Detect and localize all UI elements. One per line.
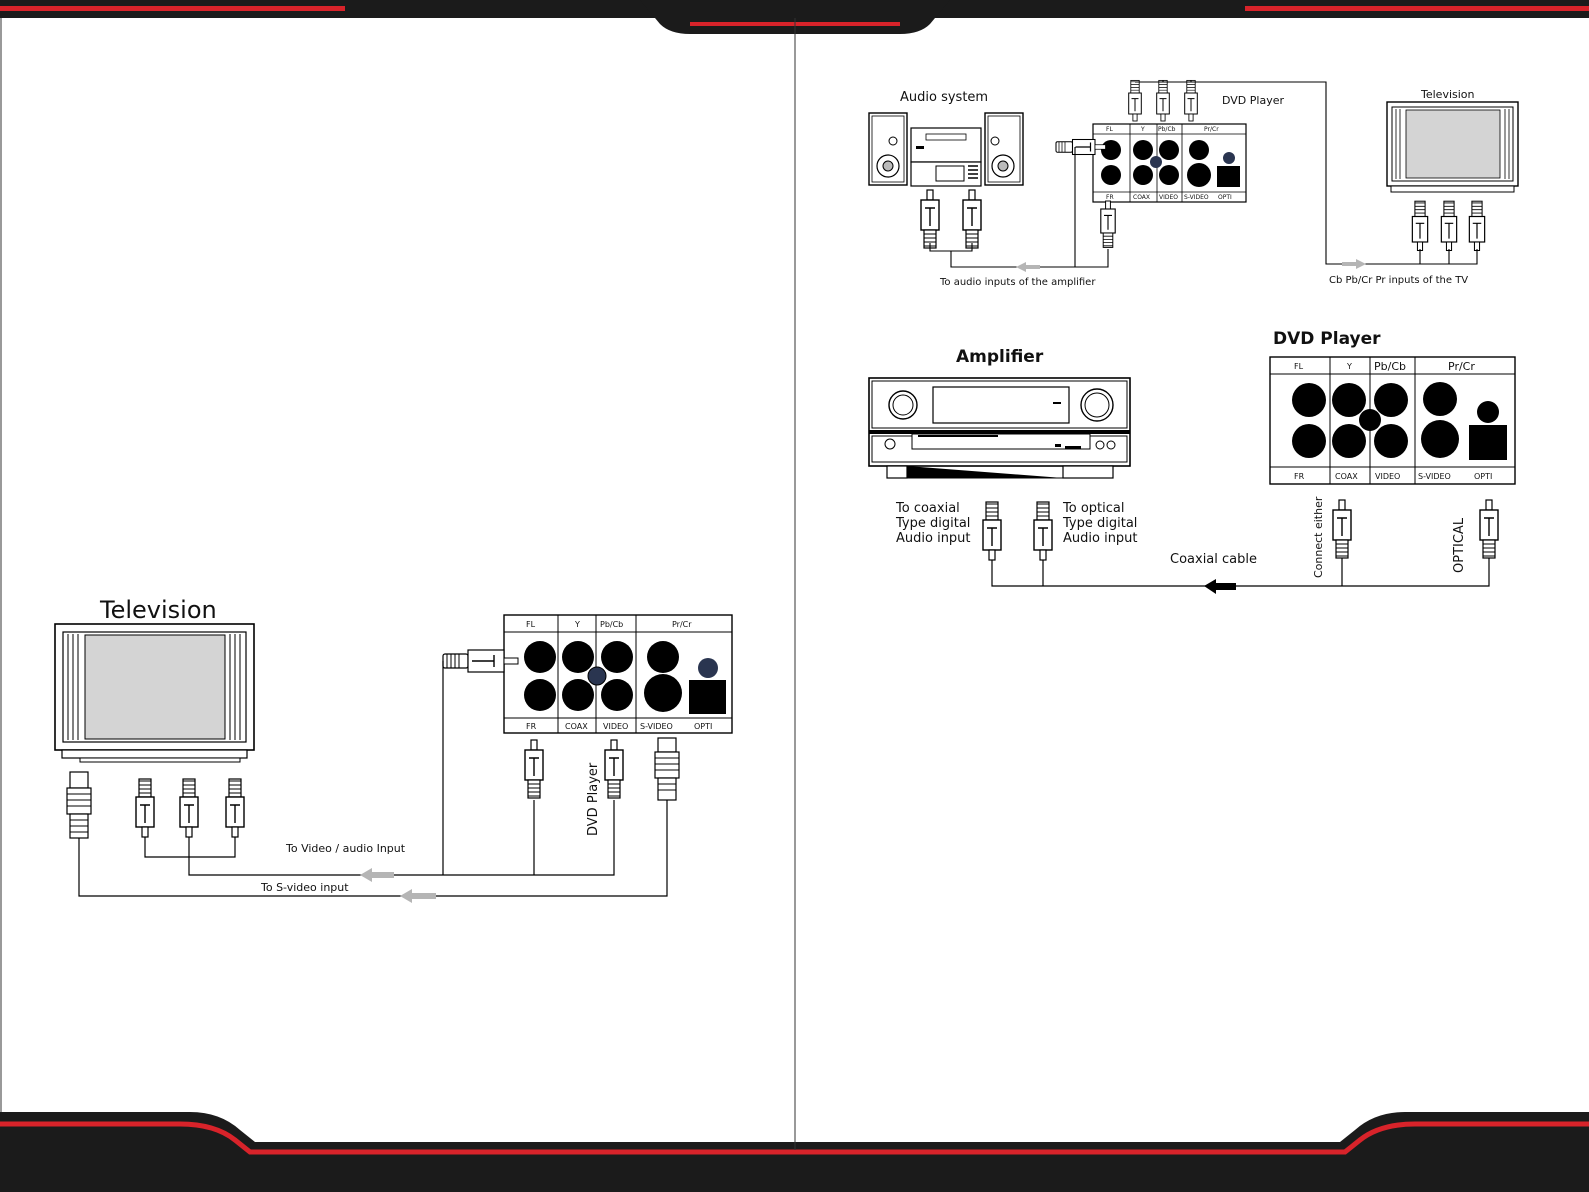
mini-label-y: Y [1140, 126, 1145, 133]
tv-rca-plug-3 [225, 778, 245, 838]
panel-label-fl: FL [526, 620, 536, 629]
component-tv-plug-3 [1468, 200, 1486, 252]
video-audio-caption: To Video / audio Input [285, 842, 406, 855]
component-tv-plug-2 [1440, 200, 1458, 252]
top-decor-band [0, 0, 1589, 34]
component-dvd-label: DVD Player [1222, 94, 1284, 107]
big-label-fr: FR [1294, 472, 1305, 481]
dvd-coax-plug [1332, 499, 1352, 559]
component-tv-plug-1 [1411, 200, 1429, 252]
bottom-decor-band [0, 1112, 1589, 1192]
component-diagram: Audio system DVD Player [868, 79, 1519, 288]
dvd-svideo-plug [654, 737, 680, 801]
component-top-plug-1 [1128, 79, 1142, 122]
amp-input-caption: To audio inputs of the amplifier [939, 277, 1096, 288]
optical-caption-line3: Audio input [1063, 531, 1138, 546]
television-illustration [54, 623, 255, 763]
coaxial-cable-line [991, 558, 1490, 587]
big-label-fl: FL [1294, 362, 1304, 371]
component-audio-arrow [1016, 262, 1040, 272]
panel-label-opti: OPTI [694, 722, 712, 731]
amplifier-illustration [868, 377, 1131, 479]
big-label-pr: Pr/Cr [1448, 360, 1475, 373]
panel-label-pr: Pr/Cr [672, 620, 692, 629]
panel-label-coax: COAX [565, 722, 588, 731]
component-top-plug-3 [1184, 79, 1198, 122]
mini-label-opti: OPTI [1218, 194, 1232, 201]
component-tv-title: Television [1420, 88, 1475, 101]
digital-audio-diagram: Amplifier To coaxial Type digit [868, 329, 1516, 594]
panel-label-svideo: S-VIDEO [640, 722, 673, 731]
mini-label-video: VIDEO [1159, 194, 1178, 201]
video-audio-arrow [360, 868, 394, 882]
mini-label-svideo: S-VIDEO [1184, 194, 1209, 201]
coaxial-cable-arrow [1204, 579, 1236, 594]
component-dvd-panel: FL Y Pb/Cb Pr/Cr FR COAX VIDEO S-VIDEO O… [1092, 123, 1247, 203]
component-side-plug [1055, 138, 1106, 156]
big-label-svideo: S-VIDEO [1418, 472, 1451, 481]
tv-rca-plug-1 [135, 778, 155, 838]
svideo-caption: To S-video input [260, 881, 349, 894]
audio-system-title: Audio system [900, 90, 988, 105]
mini-label-fr: FR [1106, 194, 1114, 201]
left-tv-diagram: Television [54, 596, 733, 903]
panel-label-fr: FR [526, 722, 537, 731]
audio-system-illustration [868, 112, 1024, 187]
component-tv-illustration [1386, 101, 1519, 193]
amp-optical-plug [1033, 501, 1053, 561]
coax-caption-line1: To coaxial [895, 501, 960, 516]
coaxial-cable-caption: Coaxial cable [1170, 552, 1257, 567]
video-audio-cable [144, 661, 615, 876]
svideo-arrow [400, 889, 436, 903]
dvd-video-plug [604, 739, 624, 799]
digital-dvd-title: DVD Player [1273, 329, 1381, 349]
component-video-cable [1135, 80, 1478, 265]
dvd-player-vertical-label: DVD Player [586, 762, 601, 836]
big-label-video: VIDEO [1375, 472, 1400, 481]
component-top-plug-2 [1156, 79, 1170, 122]
amplifier-title: Amplifier [956, 347, 1044, 367]
svideo-cable [78, 800, 668, 897]
optical-caption-line1: To optical [1062, 501, 1124, 516]
component-fr-plug [1100, 200, 1116, 248]
big-label-pb: Pb/Cb [1374, 360, 1406, 373]
panel-label-video: VIDEO [603, 722, 628, 731]
audio-left-plug [920, 189, 940, 249]
dvd-fr-plug [524, 739, 544, 799]
mini-label-pr: Pr/Cr [1204, 126, 1219, 133]
connect-either-label: Connect either [1312, 496, 1325, 578]
big-label-opti: OPTI [1474, 472, 1492, 481]
optical-vertical-label: OPTICAL [1452, 517, 1467, 573]
digital-dvd-panel: FL Y Pb/Cb Pr/Cr FR COAX VIDEO S-VIDEO O… [1269, 356, 1516, 485]
panel-label-pb: Pb/Cb [600, 620, 623, 629]
amp-coax-plug [982, 501, 1002, 561]
panel-label-y: Y [574, 620, 580, 629]
tv-title: Television [99, 596, 217, 624]
coax-caption-line2: Type digital [895, 516, 970, 531]
big-label-coax: COAX [1335, 472, 1358, 481]
mini-label-pb: Pb/Cb [1158, 126, 1176, 133]
mini-label-coax: COAX [1133, 194, 1150, 201]
dvd-rear-panel: FL Y Pb/Cb Pr/Cr FR COAX VIDEO S-VIDEO O… [503, 614, 733, 734]
optical-caption-line2: Type digital [1062, 516, 1137, 531]
audio-right-plug [962, 189, 982, 249]
mini-label-fl: FL [1106, 126, 1113, 133]
big-label-y: Y [1346, 362, 1352, 371]
dvd-side-plug [442, 649, 519, 673]
dvd-optical-plug [1479, 499, 1499, 559]
tv-rca-plug-2 [179, 778, 199, 838]
tv-input-caption: Cb Pb/Cr Pr inputs of the TV [1329, 275, 1468, 286]
tv-svideo-plug [66, 771, 92, 839]
coax-caption-line3: Audio input [896, 531, 971, 546]
component-video-arrow [1342, 259, 1366, 269]
